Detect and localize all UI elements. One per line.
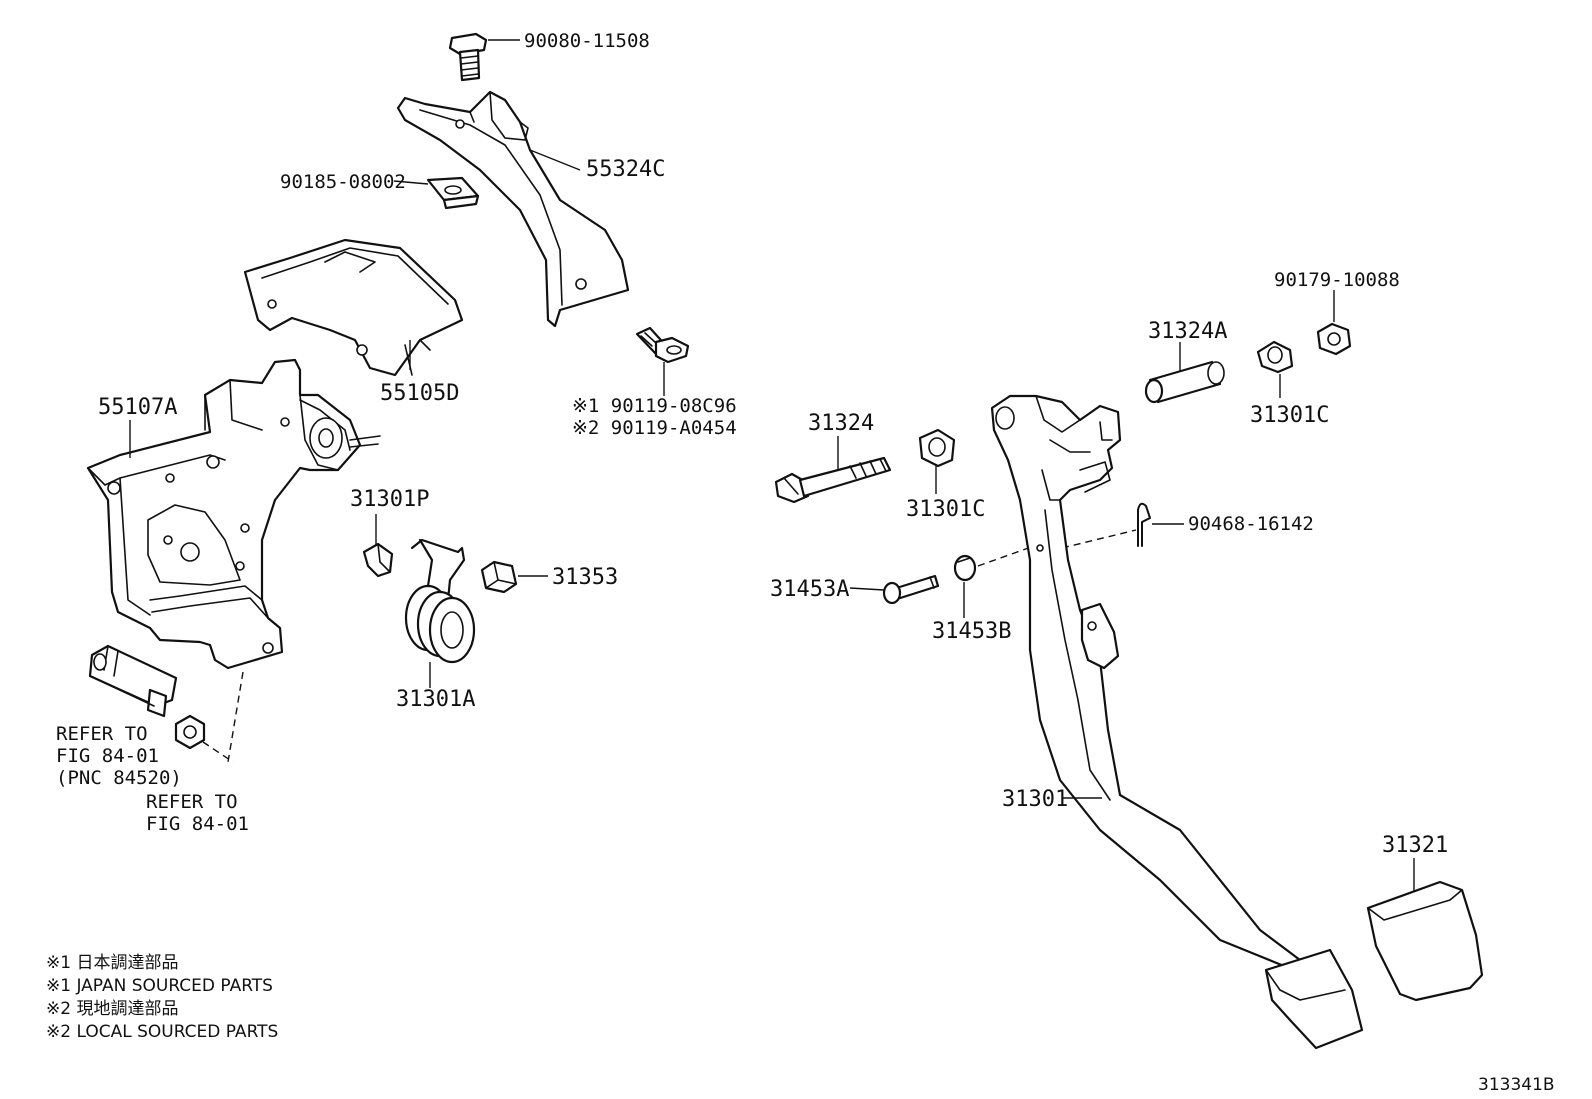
- label-refer2-line2: FIG 84-01: [146, 813, 249, 835]
- note-line-3: ※2 現地調達部品: [46, 999, 178, 1019]
- cover-55105d: [243, 238, 464, 377]
- bolt-90119: [635, 326, 690, 364]
- label-90185-08002: 90185-08002: [280, 171, 406, 193]
- label-31324: 31324: [808, 411, 874, 436]
- label-refer2-line1: REFER TO: [146, 791, 238, 813]
- label-90080-11508: 90080-11508: [524, 30, 650, 52]
- bolt-31324: [774, 456, 892, 504]
- label-mark1-bolt: ※1 90119-08C96: [572, 395, 737, 417]
- label-55107a: 55107A: [98, 395, 177, 420]
- label-31301c-right: 31301C: [1250, 403, 1329, 428]
- pedal-pad-31321: [1366, 880, 1484, 1002]
- figure-id: 313341B: [1478, 1075, 1555, 1095]
- pedal-lever-31301: [990, 394, 1364, 1050]
- bushing-31301c-right: [1256, 340, 1294, 374]
- label-55105d: 55105D: [380, 381, 459, 406]
- label-31324a: 31324A: [1148, 319, 1227, 344]
- bracket-55324c: [396, 90, 630, 328]
- note-line-4: ※2 LOCAL SOURCED PARTS: [46, 1022, 278, 1042]
- label-31353: 31353: [552, 565, 618, 590]
- label-31321: 31321: [1382, 833, 1448, 858]
- label-55324c: 55324C: [586, 157, 665, 182]
- label-refer1-line2: FIG 84-01: [56, 745, 159, 767]
- bushing-31301p: [362, 542, 394, 578]
- bolt-90080: [448, 32, 488, 82]
- label-31301: 31301: [1002, 787, 1068, 812]
- clip-90468: [1137, 502, 1151, 547]
- sleeve-31324a: [1144, 360, 1225, 404]
- bracket-55107a: [86, 358, 381, 670]
- label-90468-16142: 90468-16142: [1188, 513, 1314, 535]
- label-31301c-mid: 31301C: [906, 497, 985, 522]
- nut-fig84: [174, 714, 206, 750]
- nut-90179: [1316, 322, 1352, 356]
- bushing-31453b: [953, 554, 977, 582]
- collar-31353: [480, 560, 518, 594]
- dashed-clip-line: [1061, 529, 1137, 549]
- label-refer1-line3: (PNC 84520): [56, 767, 182, 789]
- label-31453a: 31453A: [770, 577, 849, 602]
- label-90179-10088: 90179-10088: [1274, 269, 1400, 291]
- nut-90185: [426, 176, 480, 210]
- label-refer1-line1: REFER TO: [56, 723, 148, 745]
- label-31301p: 31301P: [350, 487, 429, 512]
- switch-84520: [88, 644, 178, 718]
- dashed-switch-line: [202, 671, 244, 763]
- pin-31453a: [882, 574, 940, 605]
- leader-lines: [129, 39, 1415, 892]
- label-mark2-bolt: ※2 90119-A0454: [572, 417, 737, 439]
- label-31301a: 31301A: [396, 687, 475, 712]
- label-31453b: 31453B: [932, 619, 1011, 644]
- note-line-1: ※1 日本調達部品: [46, 953, 178, 973]
- bushing-31301c-mid: [918, 428, 956, 468]
- dashed-pin-line: [977, 545, 1035, 567]
- note-line-2: ※1 JAPAN SOURCED PARTS: [46, 976, 273, 996]
- spring-31301a: [404, 538, 476, 664]
